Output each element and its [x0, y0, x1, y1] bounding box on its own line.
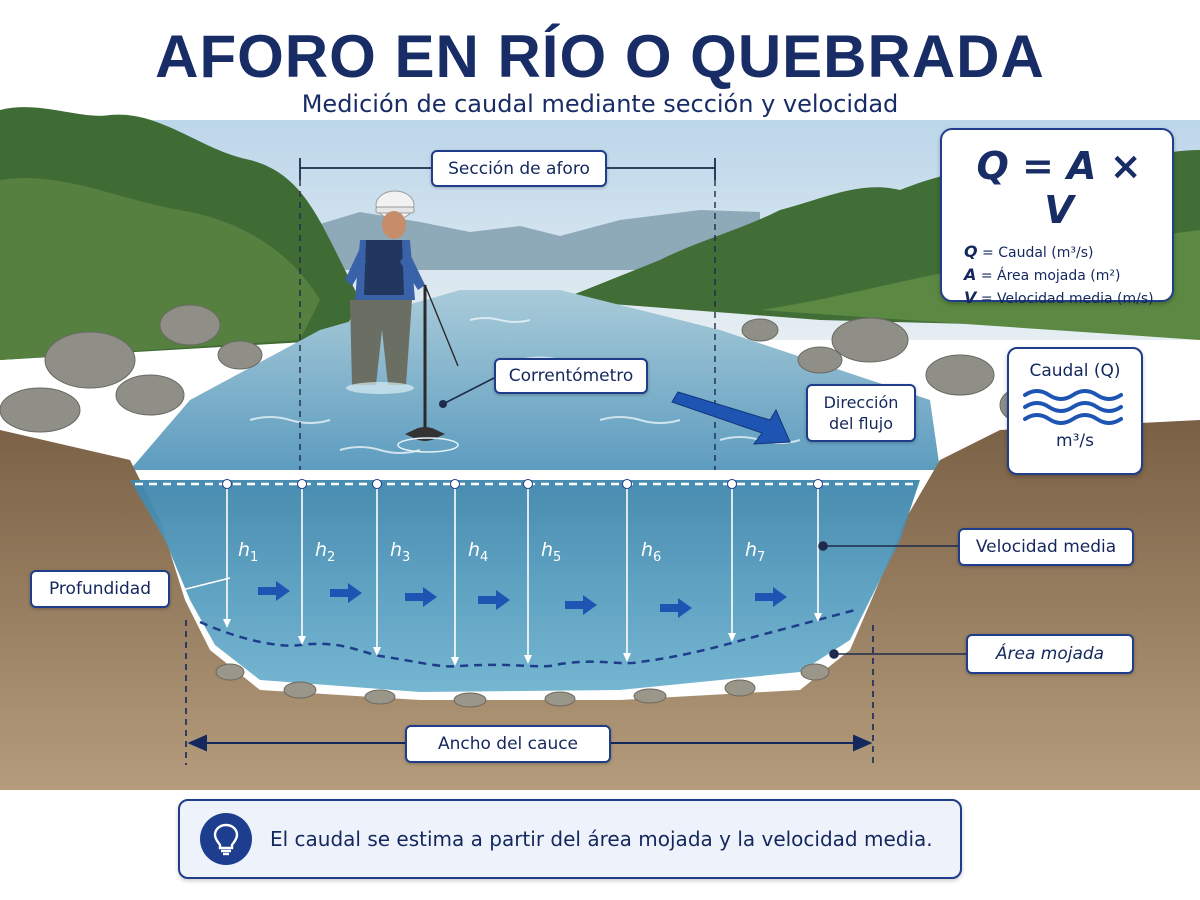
label-area-mojada: Área mojada [966, 634, 1134, 674]
bed-line [199, 608, 856, 668]
depth-label: h7 [745, 539, 765, 565]
depth-label: h2 [315, 539, 335, 565]
surface-point [813, 479, 823, 489]
label-ancho-cauce: Ancho del cauce [405, 725, 611, 763]
depth-arrowhead [728, 633, 736, 642]
formula-def-v: V = Velocidad media (m/s) [964, 288, 1154, 307]
lightbulb-icon [200, 813, 252, 865]
label-direccion-line1: Dirección [823, 393, 899, 412]
wetted-area [130, 480, 920, 692]
depth-label: h3 [390, 539, 410, 565]
label-direccion-line2: del flujo [829, 414, 893, 433]
velocity-arrow [405, 587, 437, 607]
note-box: El caudal se estima a partir del área mo… [178, 799, 962, 879]
depth-arrowhead [373, 647, 381, 656]
depth-label: h4 [468, 539, 488, 565]
formula-box: Q = A × V Q = Caudal (m³/s) A = Área moj… [940, 128, 1174, 307]
depth-arrowhead [451, 657, 459, 666]
depth-arrowhead [298, 636, 306, 645]
formula-main: Q = A × V [976, 144, 1142, 232]
caudal-box: Caudal (Q) m³/s [1007, 347, 1143, 475]
depth-lines: h1 h2 h3 h4 h5 h6 h7 [222, 479, 823, 666]
worker-figure [345, 190, 425, 394]
surface-point [622, 479, 632, 489]
label-seccion-aforo: Sección de aforo [431, 150, 607, 187]
depth-arrowhead [623, 653, 631, 662]
velocity-arrow [330, 583, 362, 603]
velocity-arrow [755, 587, 787, 607]
formula-def-a: A = Área mojada (m²) [964, 265, 1121, 284]
page-subtitle: Medición de caudal mediante sección y ve… [301, 90, 899, 118]
surface-point [450, 479, 460, 489]
depth-arrowhead [524, 655, 532, 664]
caudal-unit: m³/s [1056, 431, 1094, 451]
note-text: El caudal se estima a partir del área mo… [270, 827, 933, 851]
surface-point [222, 479, 232, 489]
depth-label: h6 [641, 539, 661, 565]
page-title: AFORO EN RÍO O QUEBRADA [155, 23, 1045, 90]
depth-label: h5 [541, 539, 561, 565]
rocks-left [0, 304, 263, 433]
formula-def-q: Q = Caudal (m³/s) [964, 242, 1094, 261]
velocity-arrows [258, 581, 787, 618]
surface-point [727, 479, 737, 489]
velocity-arrow [258, 581, 290, 601]
mountains [300, 210, 760, 270]
waves-icon [1023, 389, 1123, 425]
surface-point [297, 479, 307, 489]
velocity-arrow [660, 598, 692, 618]
velocity-arrow [478, 590, 510, 610]
label-correntometro: Correntómetro [494, 358, 648, 394]
depth-arrowhead [223, 619, 231, 628]
caudal-title: Caudal (Q) [1029, 361, 1121, 381]
flow-arrow-icon [671, 391, 791, 445]
label-direccion-flujo: Dirección del flujo [806, 384, 916, 442]
velocity-arrow [565, 595, 597, 615]
bed-pebbles [215, 663, 830, 708]
depth-arrowhead [814, 613, 822, 622]
depth-label: h1 [238, 539, 258, 565]
current-meter-icon [397, 284, 459, 453]
label-profundidad: Profundidad [30, 570, 170, 608]
surface-point [523, 479, 533, 489]
label-velocidad-media: Velocidad media [958, 528, 1134, 566]
surface-point [372, 479, 382, 489]
